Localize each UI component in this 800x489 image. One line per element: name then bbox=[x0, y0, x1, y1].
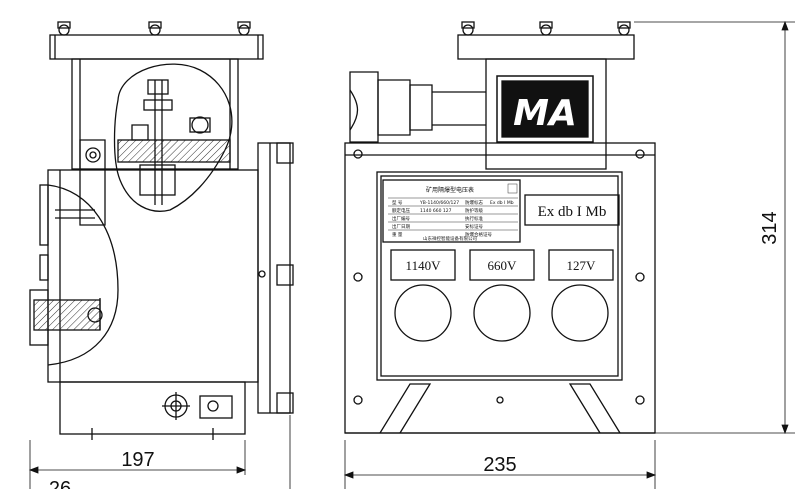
front-corner-bolts bbox=[353, 149, 645, 405]
voltage-label-1: 1140V bbox=[406, 258, 442, 273]
nameplate-row-4-label: 出厂日期 bbox=[392, 223, 410, 230]
nameplate-row-1-value: YB-1140/660/127 bbox=[419, 200, 459, 206]
nameplate-row-2-label: 额定电压 bbox=[392, 207, 410, 214]
nameplate-row-1-label2: 防爆标志 bbox=[465, 199, 483, 206]
dimension-height: 314 bbox=[759, 211, 781, 244]
nameplate-row-3-label2: 执行标准 bbox=[465, 215, 483, 222]
nameplate-row-2-value: 1140 660 127 bbox=[420, 208, 452, 214]
nameplate-row-1-label: 型 号 bbox=[392, 199, 403, 206]
nameplate-maker: 山东祥控智能设备有限公司 bbox=[423, 235, 477, 242]
nameplate-row-2-label2: 防护等级 bbox=[465, 207, 483, 214]
nameplate-row-5-label2: 防爆合格证号 bbox=[465, 231, 492, 238]
voltage-label-3: 127V bbox=[567, 258, 597, 273]
nameplate-row-3-label: 出厂编号 bbox=[392, 215, 410, 222]
nameplate-row-4-label2: 安标证号 bbox=[465, 223, 483, 230]
logo-text: MA bbox=[513, 93, 577, 134]
side-view bbox=[29, 21, 294, 440]
front-flange-bolts bbox=[461, 21, 631, 36]
dimension-side-width: 197 bbox=[121, 449, 154, 471]
nameplate-grid bbox=[388, 183, 518, 231]
dimension-overall-partial: 26 bbox=[49, 478, 71, 489]
dimension-front-width: 235 bbox=[483, 454, 516, 476]
dimension-lines bbox=[28, 20, 795, 489]
flange-bolts bbox=[57, 21, 251, 36]
nameplate-row-1-value2: Ex db I Mb bbox=[490, 200, 514, 206]
front-view bbox=[344, 21, 656, 434]
explosion-mark: Ex db I Mb bbox=[538, 204, 607, 220]
nameplate-row-5-label: 重 量 bbox=[392, 231, 403, 238]
voltage-label-2: 660V bbox=[488, 258, 518, 273]
nameplate-title: 矿用隔爆型电压表 bbox=[426, 186, 474, 194]
